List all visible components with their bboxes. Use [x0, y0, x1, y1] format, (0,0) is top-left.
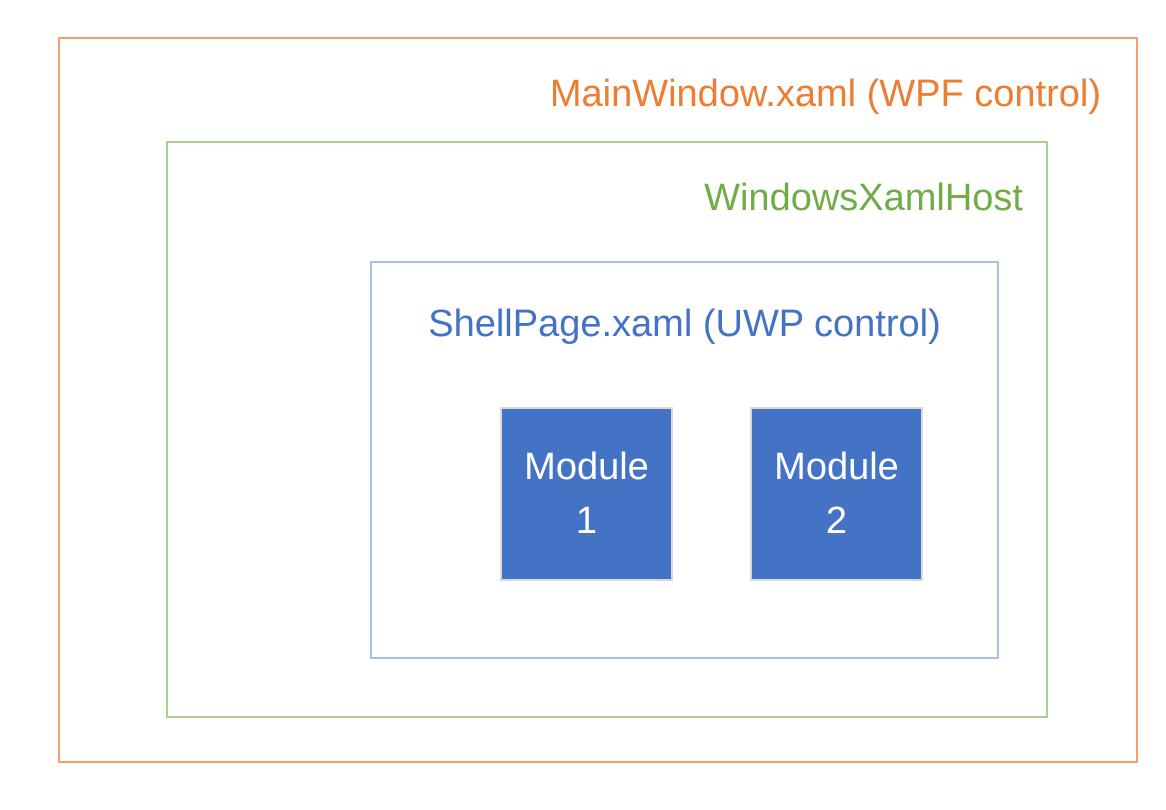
mainwindow-wpf-label: MainWindow.xaml (WPF control) [549, 73, 1101, 115]
shellpage-uwp-label: ShellPage.xaml (UWP control) [428, 303, 941, 345]
module-2-label-line1: Module [774, 446, 899, 488]
mainwindow-wpf-box [58, 37, 1138, 763]
module-2-label-line2: 2 [825, 500, 848, 542]
shellpage-uwp-box [370, 261, 999, 659]
windows-xaml-host-label: WindowsXamlHost [704, 177, 1023, 219]
module-2-box: Module 2 [750, 407, 923, 581]
module-1-label-line1: Module [524, 446, 649, 488]
module-1-box: Module 1 [500, 407, 673, 581]
windows-xaml-host-box [166, 141, 1048, 718]
module-1-label-line2: 1 [575, 500, 598, 542]
